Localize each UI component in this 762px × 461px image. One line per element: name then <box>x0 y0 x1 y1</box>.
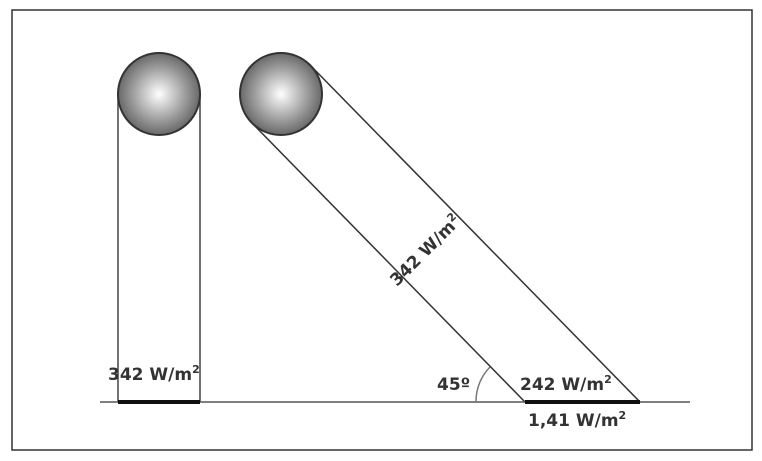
surface-intensity-label: 242 W/m2 <box>520 373 612 395</box>
sun-sphere-vertical <box>117 52 201 136</box>
angle-arc <box>475 366 491 403</box>
slanted-beam-upper-edge <box>309 64 641 403</box>
sun-sphere-slanted <box>239 52 323 136</box>
incident-intensity-label: 342 W/m2 <box>385 210 465 290</box>
frame <box>11 9 753 451</box>
slanted-beam-lower-edge <box>251 122 526 403</box>
angle-label: 45º <box>437 375 470 395</box>
area-factor-label: 1,41 W/m2 <box>528 409 626 431</box>
vertical-intensity-label: 342 W/m2 <box>108 363 200 385</box>
